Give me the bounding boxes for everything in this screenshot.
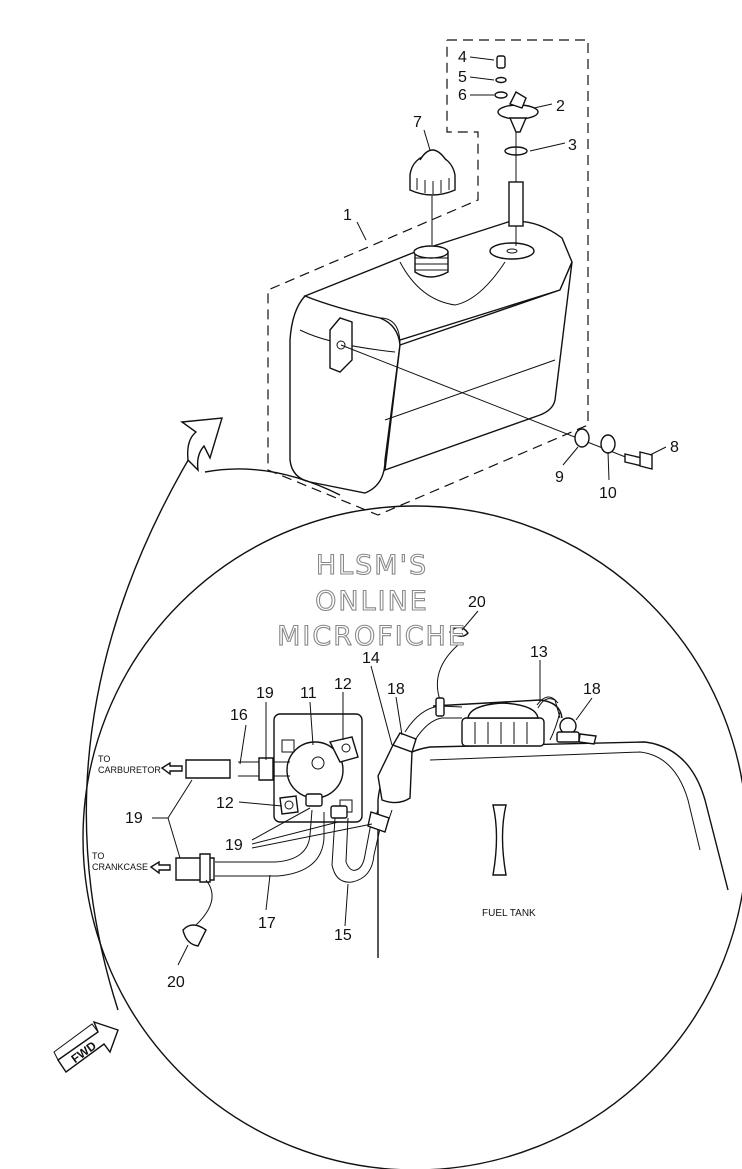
watermark-line2: ONLINE (315, 586, 429, 617)
fwd-arrow-icon: FWD (53, 1020, 119, 1073)
callout-20-lower: 20 (167, 974, 185, 991)
callout-19-middle: 19 (225, 837, 243, 854)
inset-fuel-tank (377, 702, 729, 958)
watermark-line3: MICROFICHE (277, 621, 467, 652)
mounting-bolt-set (340, 344, 653, 470)
callout-11: 11 (300, 685, 317, 702)
to-crankcase-label-2: CRANKCASE (92, 862, 148, 872)
callout-12-upper: 12 (334, 676, 352, 693)
callout-16: 16 (230, 707, 248, 724)
callout-2: 2 (556, 98, 565, 115)
callout-20-upper: 20 (468, 594, 486, 611)
flow-arrows (149, 761, 183, 875)
text-labels: TO CARBURETOR TO CRANKCASE FUEL TANK (92, 754, 536, 919)
callout-19-top: 19 (256, 685, 274, 702)
callout-12-lower: 12 (216, 795, 234, 812)
tank-assembly-boundary (267, 39, 589, 516)
callout-arrow-icon (180, 417, 223, 472)
callout-8: 8 (670, 439, 679, 456)
fuel-gauge-parts (494, 55, 539, 246)
watermark: HLSM'S ONLINE MICROFICHE (277, 549, 467, 652)
fuel-cap (409, 149, 456, 245)
arrow-left-icon (149, 860, 171, 875)
fuel-hoses (175, 626, 597, 947)
callout-6: 6 (458, 87, 467, 104)
callout-17: 17 (258, 915, 276, 932)
callout-18-left: 18 (387, 681, 405, 698)
arrow-left-icon (160, 761, 183, 776)
callout-7: 7 (413, 114, 422, 131)
fuel-tank-label: FUEL TANK (482, 908, 536, 919)
to-carburetor-label-2: CARBURETOR (98, 765, 161, 775)
callout-18-right: 18 (583, 681, 601, 698)
to-carburetor-label-1: TO (98, 754, 110, 764)
callout-15: 15 (334, 927, 352, 944)
leader-lines (152, 56, 667, 966)
callout-4: 4 (458, 49, 467, 66)
callout-3: 3 (568, 137, 577, 154)
to-crankcase-label-1: TO (92, 851, 104, 861)
callout-14: 14 (362, 650, 380, 667)
callout-13: 13 (530, 644, 548, 661)
callout-5: 5 (458, 69, 467, 86)
fuel-filter-assembly (273, 713, 363, 823)
callout-1: 1 (343, 207, 352, 224)
callout-numbers: 1 2 3 4 5 6 7 8 9 10 11 12 12 13 14 15 1… (125, 49, 679, 991)
detail-inset (82, 417, 742, 1169)
callout-10: 10 (599, 485, 617, 502)
callout-9: 9 (555, 469, 564, 486)
watermark-line1: HLSM'S (316, 550, 428, 581)
callout-19-left: 19 (125, 810, 143, 827)
